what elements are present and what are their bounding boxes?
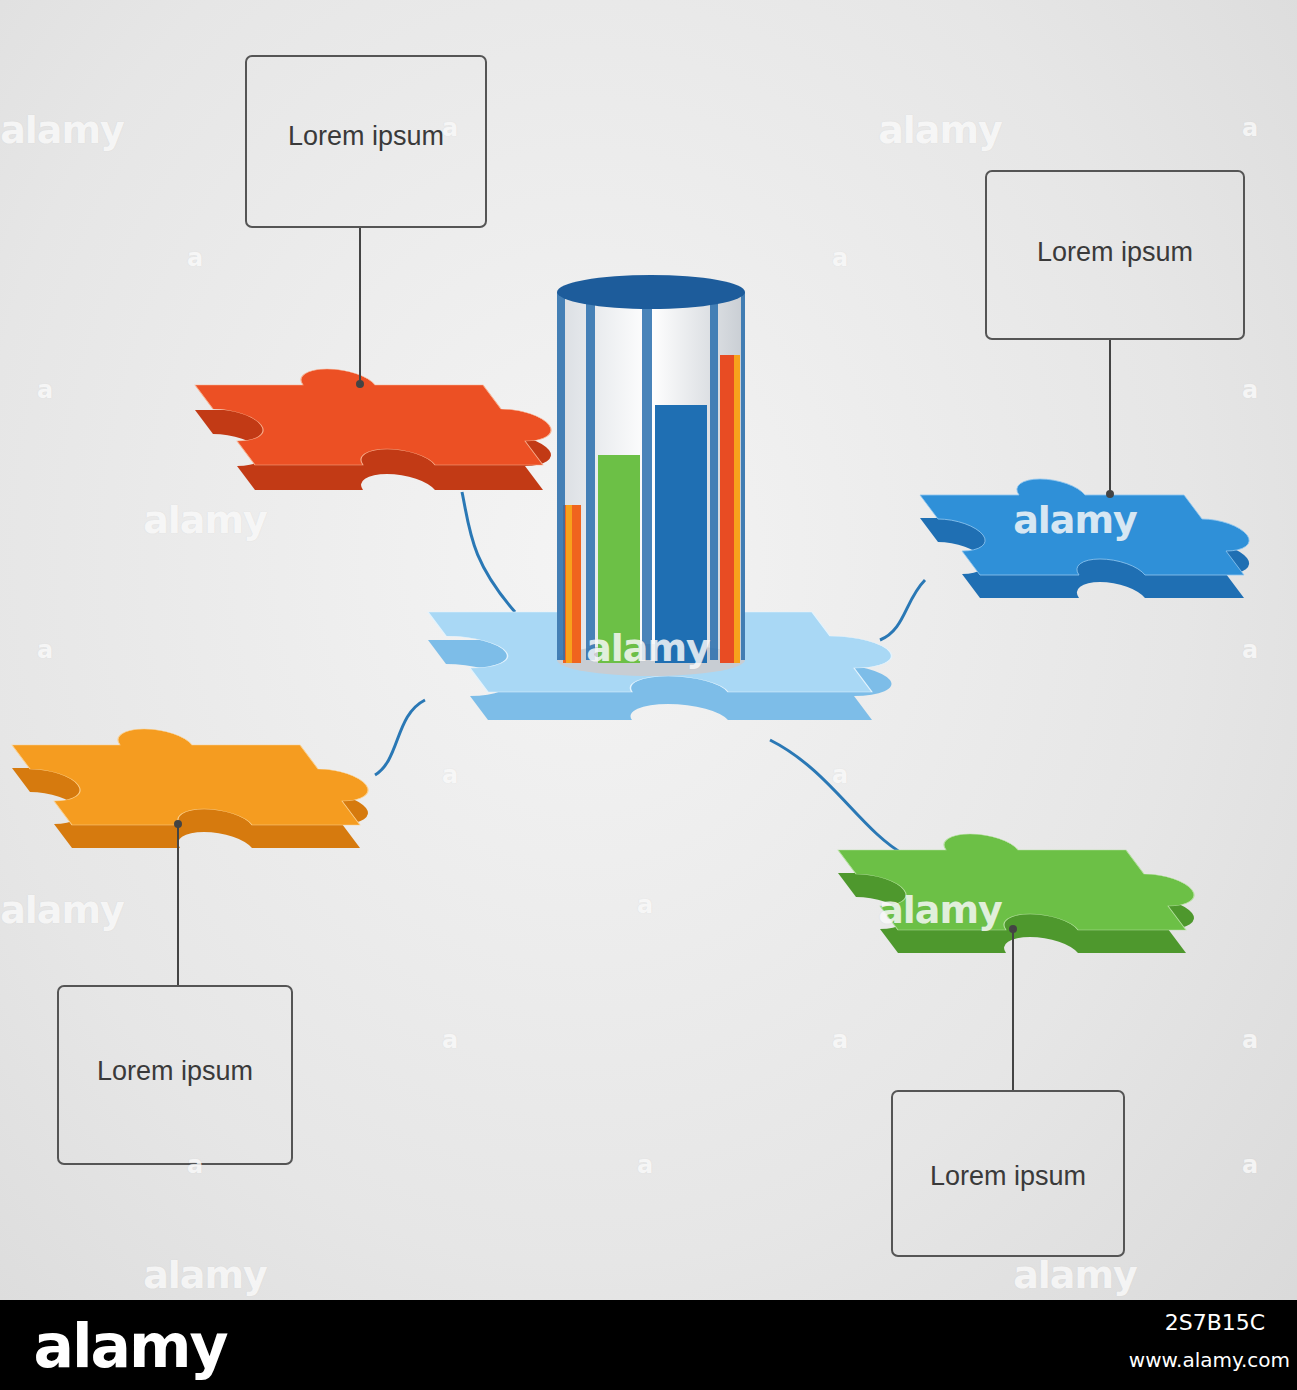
watermark: alamy [1013,498,1137,542]
watermark: alamy [878,888,1002,932]
callout-text: Lorem ipsum [930,1161,1086,1192]
watermark: alamy [1013,1253,1137,1297]
watermark: a [1242,636,1258,664]
callout-box: Lorem ipsum [985,170,1245,340]
watermark: alamy [143,498,267,542]
watermark: alamy [878,108,1002,152]
watermark: a [1242,1151,1258,1179]
callout-text: Lorem ipsum [1037,237,1193,268]
watermark: a [637,1151,653,1179]
callout-box: Lorem ipsum [891,1090,1125,1257]
watermark: a [1242,376,1258,404]
footer-logo: alamy [33,1311,226,1381]
footer-url: www.alamy.com [1129,1348,1290,1372]
watermark: a [1242,1026,1258,1054]
watermark: a [442,1026,458,1054]
watermark: alamy [0,108,124,152]
watermark: a [442,761,458,789]
leader-line [175,228,1113,1090]
puzzle-piece-blue [908,479,1277,598]
watermark: a [37,376,53,404]
watermark: a [187,244,203,272]
watermark: alamy [0,888,124,932]
watermark: a [1242,114,1258,142]
callout-text: Lorem ipsum [97,1056,253,1087]
puzzle-piece-orange [0,729,396,848]
puzzle-piece-green [826,834,1222,953]
image-id: 2S7B15C [1165,1310,1265,1335]
watermark: a [832,1026,848,1054]
callout-box: Lorem ipsum [57,985,293,1165]
puzzle-piece-red [183,369,579,490]
callout-text: Lorem ipsum [288,121,444,152]
watermark: alamy [586,626,710,670]
cylinder-chart [557,275,745,676]
watermark: a [187,1151,203,1179]
watermark: a [832,761,848,789]
watermark: a [37,636,53,664]
watermark: a [832,244,848,272]
watermark: a [637,891,653,919]
watermark: a [442,114,458,142]
watermark: alamy [143,1253,267,1297]
